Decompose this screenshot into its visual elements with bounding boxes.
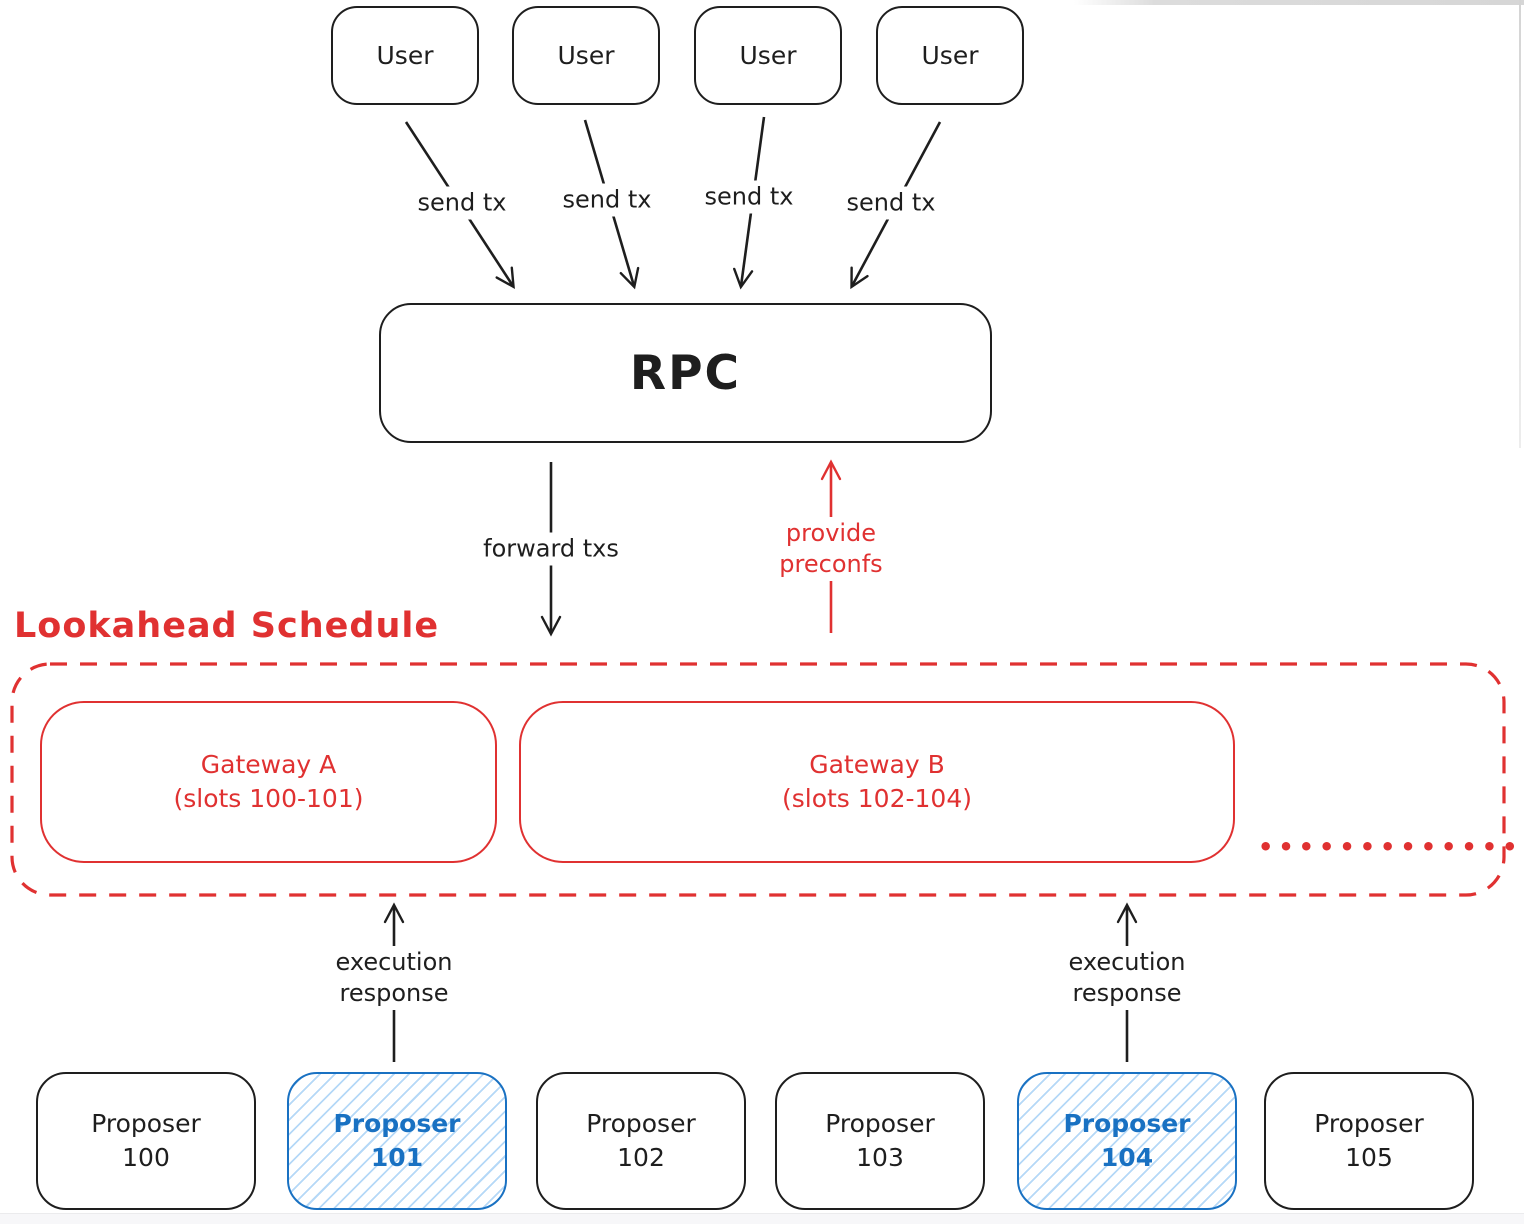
gateway-b-box: Gateway B (slots 102-104) — [519, 701, 1235, 863]
proposer-number: 100 — [122, 1143, 170, 1172]
execution-response-2-line2: response — [1072, 979, 1182, 1007]
lookahead-schedule-title: Lookahead Schedule — [14, 606, 440, 646]
user-label: User — [557, 41, 615, 70]
proposer-number: 104 — [1100, 1143, 1154, 1172]
proposer-name: Proposer — [1063, 1109, 1191, 1138]
proposer-box-103: Proposer 103 — [775, 1072, 985, 1210]
rpc-box: RPC — [379, 303, 992, 443]
user-label: User — [376, 41, 434, 70]
user-label: User — [739, 41, 797, 70]
window-edge-shadow-right — [1519, 0, 1521, 448]
user-box-4: User — [876, 6, 1024, 105]
proposer-number: 103 — [856, 1143, 904, 1172]
execution-response-1-line1: execution — [335, 948, 453, 976]
proposer-box-101: Proposer 101 — [287, 1072, 507, 1210]
execution-response-label-2: execution response — [1060, 946, 1194, 1010]
provide-preconfs-line1: provide — [785, 519, 877, 547]
send-tx-label-3: send tx — [696, 180, 802, 214]
proposer-number: 101 — [370, 1143, 424, 1172]
proposer-box-105: Proposer 105 — [1264, 1072, 1474, 1210]
gateway-b-slots: (slots 102-104) — [781, 784, 972, 813]
proposer-box-104: Proposer 104 — [1017, 1072, 1237, 1210]
user-label: User — [921, 41, 979, 70]
execution-response-label-1: execution response — [327, 946, 461, 1010]
proposer-name: Proposer — [586, 1109, 696, 1138]
gateway-a-name: Gateway A — [200, 750, 337, 779]
proposer-name: Proposer — [1314, 1109, 1424, 1138]
user-box-2: User — [512, 6, 660, 105]
send-tx-label-4: send tx — [838, 186, 944, 220]
proposer-box-102: Proposer 102 — [536, 1072, 746, 1210]
gateway-a-box: Gateway A (slots 100-101) — [40, 701, 497, 863]
provide-preconfs-label: provide preconfs — [771, 517, 891, 581]
gateway-b-name: Gateway B — [809, 750, 945, 779]
send-tx-label-1: send tx — [409, 186, 515, 220]
proposer-name: Proposer — [333, 1109, 461, 1138]
gateway-a-slots: (slots 100-101) — [173, 784, 364, 813]
proposer-box-100: Proposer 100 — [36, 1072, 256, 1210]
proposer-number: 105 — [1345, 1143, 1393, 1172]
more-gateways-ellipsis: •••••••••••••••• — [1258, 833, 1524, 861]
provide-preconfs-line2: preconfs — [779, 550, 883, 578]
send-tx-label-2: send tx — [554, 183, 660, 217]
bottom-strip — [0, 1213, 1524, 1224]
execution-response-1-line2: response — [339, 979, 449, 1007]
proposer-number: 102 — [617, 1143, 665, 1172]
user-box-1: User — [331, 6, 479, 105]
rpc-label: RPC — [629, 345, 742, 401]
user-box-3: User — [694, 6, 842, 105]
forward-txs-label: forward txs — [475, 532, 627, 566]
window-edge-shadow-top — [1074, 0, 1524, 5]
execution-response-2-line1: execution — [1068, 948, 1186, 976]
proposer-name: Proposer — [91, 1109, 201, 1138]
proposer-name: Proposer — [825, 1109, 935, 1138]
